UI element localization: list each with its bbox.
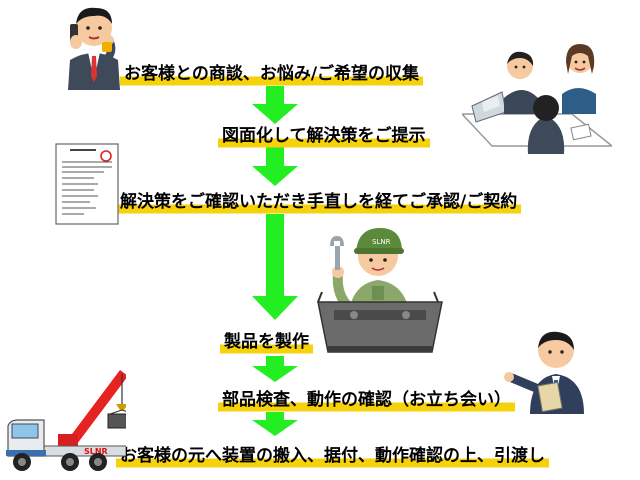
factory-worker-illustration: SLNR <box>317 228 443 353</box>
truck-logo-text: SLNR <box>84 447 108 456</box>
flow-arrow-4 <box>252 356 298 382</box>
flow-arrow-1 <box>252 86 298 124</box>
businessman-phone-illustration <box>68 7 120 90</box>
flow-step-4: 製品を製作 <box>220 330 313 356</box>
flow-step-2: 図面化して解決策をご提示 <box>218 124 430 150</box>
contract-document-illustration <box>55 143 119 225</box>
flow-step-6: お客様の元へ装置の搬入、据付、動作確認の上、引渡し <box>116 444 549 470</box>
inspector-clipboard-illustration <box>504 331 584 414</box>
flow-arrow-5 <box>252 412 298 436</box>
flow-step-5: 部品検査、動作の確認（お立ち会い） <box>218 388 515 414</box>
business-meeting-illustration <box>462 44 612 154</box>
flow-arrow-3 <box>252 214 298 320</box>
flow-step-3: 解決策をご確認いただき手直しを経てご承認/ご契約 <box>116 190 522 216</box>
crane-truck-illustration: SLNR <box>6 370 126 471</box>
flow-arrow-2 <box>252 146 298 186</box>
flow-step-1: お客様との商談、お悩み/ご希望の収集 <box>120 62 424 88</box>
svg-text:SLNR: SLNR <box>372 238 391 246</box>
